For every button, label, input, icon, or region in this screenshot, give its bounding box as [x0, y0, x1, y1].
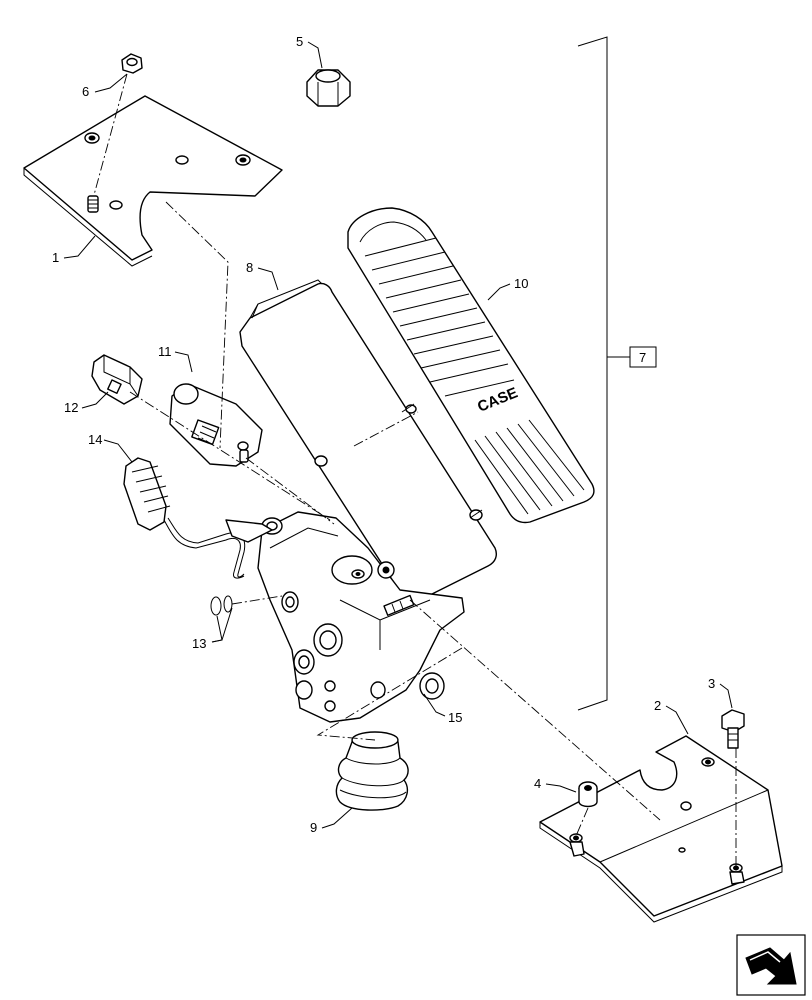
socket-head-screw	[578, 781, 598, 808]
callout-7: 7	[639, 350, 646, 365]
hex-bolt	[721, 709, 745, 749]
callout-3: 3	[708, 676, 715, 691]
mounting-plate-bottom	[539, 735, 783, 923]
wire-harness	[123, 457, 273, 579]
electrical-connector	[91, 354, 143, 405]
stud-bolt	[87, 195, 99, 213]
callout-15: 15	[448, 710, 462, 725]
hydraulic-plug	[306, 69, 351, 107]
assembly-lines	[129, 201, 737, 866]
rubber-boot	[335, 731, 409, 811]
callout-10: 10	[514, 276, 528, 291]
callout-2: 2	[654, 698, 661, 713]
callout-12: 12	[64, 400, 78, 415]
callout-labels: 1 2 3 4 5 6 7 8 9 10 11 12 13 14 15	[52, 34, 715, 835]
callout-4: 4	[534, 776, 541, 791]
position-sensor	[169, 383, 263, 467]
callout-13: 13	[192, 636, 206, 651]
callout-14: 14	[88, 432, 102, 447]
next-page-arrow-icon[interactable]	[736, 934, 806, 996]
callout-6: 6	[82, 84, 89, 99]
brake-valve-assembly	[257, 511, 465, 723]
callout-1: 1	[52, 250, 59, 265]
pedal-tread-pad: CASE	[347, 207, 595, 524]
assembly-bracket	[577, 36, 657, 711]
leader-lines	[63, 41, 733, 829]
mounting-plate-top	[23, 95, 283, 267]
callout-9: 9	[310, 820, 317, 835]
callout-8: 8	[246, 260, 253, 275]
callout-5: 5	[296, 34, 303, 49]
flange-nut	[93, 53, 143, 196]
callout-11: 11	[158, 344, 172, 359]
o-rings	[210, 595, 233, 616]
